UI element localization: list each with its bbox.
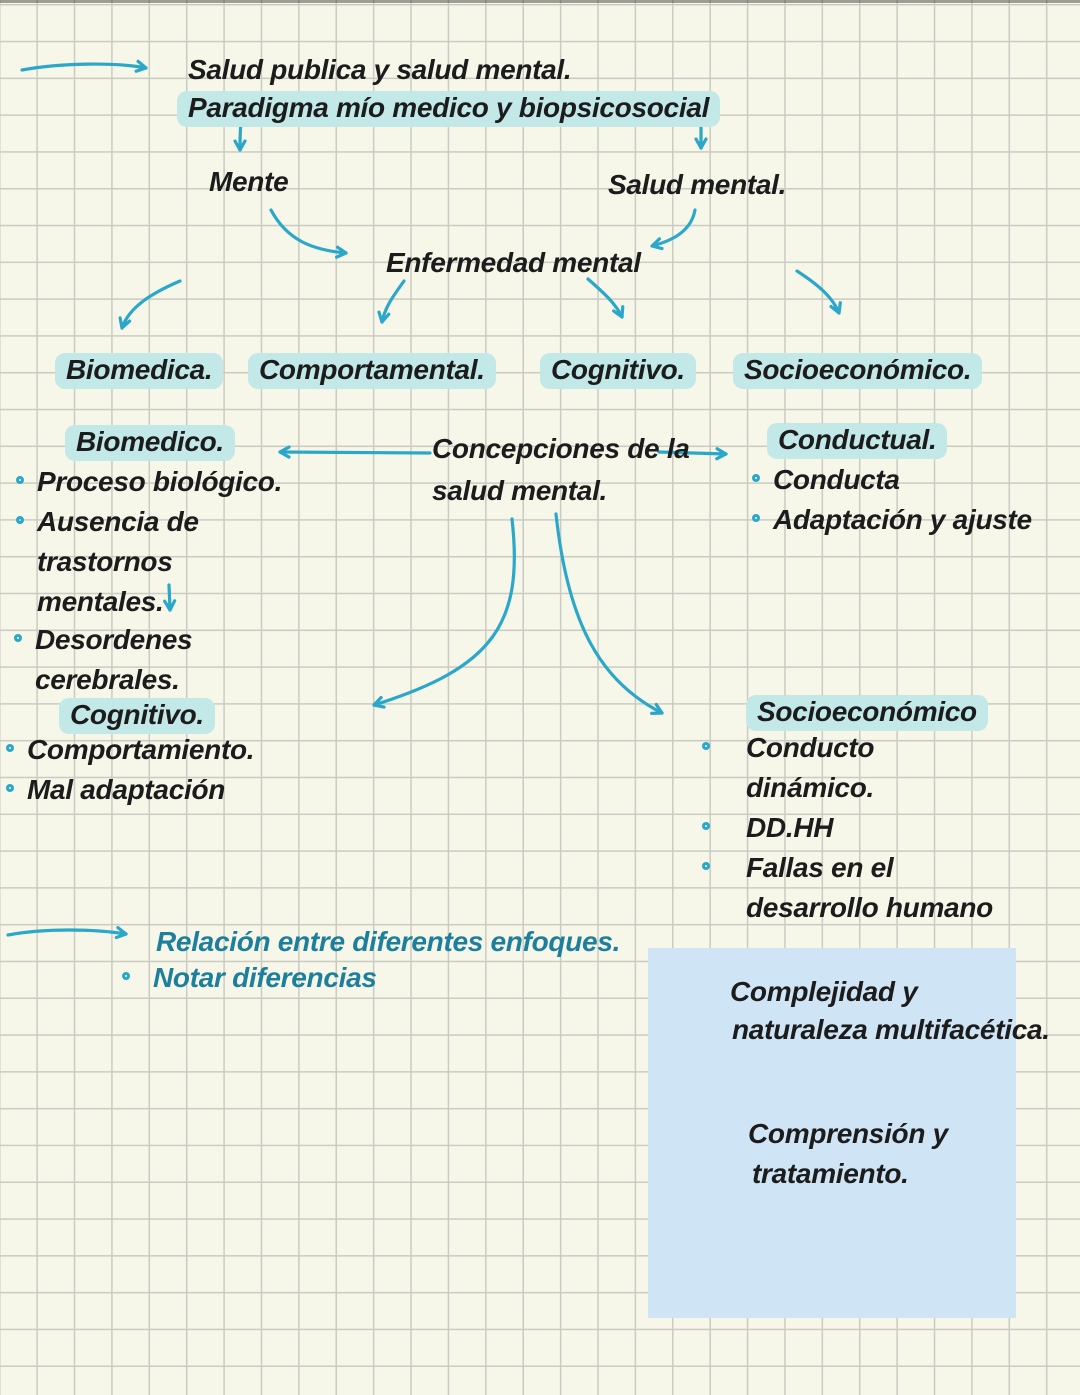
list-item: Notar diferencias: [122, 958, 377, 998]
arrow-to-salud-publica: [20, 59, 148, 73]
node-salud-publica: Salud publica y salud mental.: [188, 54, 572, 85]
socioeconomico-bullet-list: Conducto dinámico. DD.HH Fallas en el de…: [702, 728, 1007, 928]
note-complejidad-line1: Complejidad y: [730, 976, 918, 1007]
arrow-concepciones-to-socioeconomico-detail: [554, 512, 664, 715]
relacion-bullet-list: Notar diferencias: [122, 958, 377, 998]
node-mente: Mente: [209, 166, 289, 197]
list-item: Ausencia de trastornos mentales.: [16, 502, 288, 622]
list-item: Fallas en el desarrollo humano: [702, 848, 1007, 928]
section-cognitivo-title: Cognitivo.: [59, 697, 215, 734]
list-item: Desordenes cerebrales.: [14, 620, 334, 700]
section-biomedico-title: Biomedico.: [65, 424, 235, 461]
paradigma-highlight: Paradigma mío medico y biopsicosocial: [177, 91, 721, 127]
bullet-icon: [702, 862, 710, 870]
section-conductual-title: Conductual.: [767, 422, 948, 459]
note-complejidad-line2: naturaleza multifacética.: [732, 1014, 1050, 1045]
biomedico-bullet-list: Proceso biológico. Ausencia de trastorno…: [16, 462, 288, 622]
conductual-bullet-list: Conducta Adaptación y ajuste: [752, 460, 1052, 540]
arrow-concepciones-to-cognitivo-detail: [372, 517, 516, 709]
arrow-to-socioeconomico: [795, 269, 842, 315]
bullet-icon: [752, 474, 760, 482]
bullet-icon: [16, 476, 24, 484]
note-comprension-line2: tratamiento.: [752, 1158, 909, 1189]
list-item: Adaptación y ajuste: [752, 500, 1052, 540]
branch-cognitivo: Cognitivo.: [540, 352, 696, 389]
list-item: DD.HH: [702, 808, 1007, 848]
list-item: Conducta: [752, 460, 1052, 500]
arrow-to-comportamental: [377, 279, 406, 324]
note-comprension-line1: Comprensión y: [748, 1118, 948, 1149]
branch-comportamental: Comportamental.: [248, 352, 496, 389]
bullet-icon: [14, 634, 22, 642]
arrow-concepciones-to-biomedico: [278, 445, 432, 459]
arrow-salud-mental-to-enfermedad: [650, 208, 697, 251]
node-paradigma: Paradigma mío medico y biopsicosocial: [177, 90, 721, 127]
arrow-mente-to-enfermedad: [269, 208, 348, 259]
node-enfermedad-mental: Enfermedad mental: [386, 247, 641, 278]
branch-biomedica: Biomedica.: [55, 352, 224, 389]
bullet-icon: [702, 742, 710, 750]
list-item: Comportamiento.: [6, 730, 306, 770]
node-concepciones: Concepciones de la salud mental.: [432, 428, 690, 512]
list-item: Proceso biológico.: [16, 462, 288, 502]
cognitivo-bullet-list: Comportamiento. Mal adaptación: [6, 730, 306, 810]
bullet-icon: [752, 514, 760, 522]
concepciones-line1: Concepciones de la: [432, 433, 690, 464]
branch-socioeconomico: Socioeconómico.: [733, 352, 983, 389]
arrow-to-relacion: [6, 926, 128, 940]
list-item: Mal adaptación: [6, 770, 306, 810]
concepciones-line2: salud mental.: [432, 475, 608, 506]
page-top-edge: [0, 0, 1080, 3]
biomedico-followup: Desordenes cerebrales.: [14, 620, 334, 700]
bullet-icon: [16, 516, 24, 524]
bullet-icon: [122, 972, 130, 980]
node-salud-mental: Salud mental.: [608, 169, 787, 200]
bullet-icon: [702, 822, 710, 830]
bullet-icon: [6, 784, 14, 792]
arrow-to-biomedica: [118, 279, 182, 330]
list-item: Conducto dinámico.: [702, 728, 1007, 808]
note-relacion-title: Relación entre diferentes enfoques.: [156, 926, 621, 957]
note-box: Complejidad y naturaleza multifacética. …: [648, 948, 1050, 1318]
bullet-icon: [6, 744, 14, 752]
section-socioeconomico-title: Socioeconómico: [746, 694, 988, 731]
arrow-to-cognitivo: [586, 277, 625, 319]
